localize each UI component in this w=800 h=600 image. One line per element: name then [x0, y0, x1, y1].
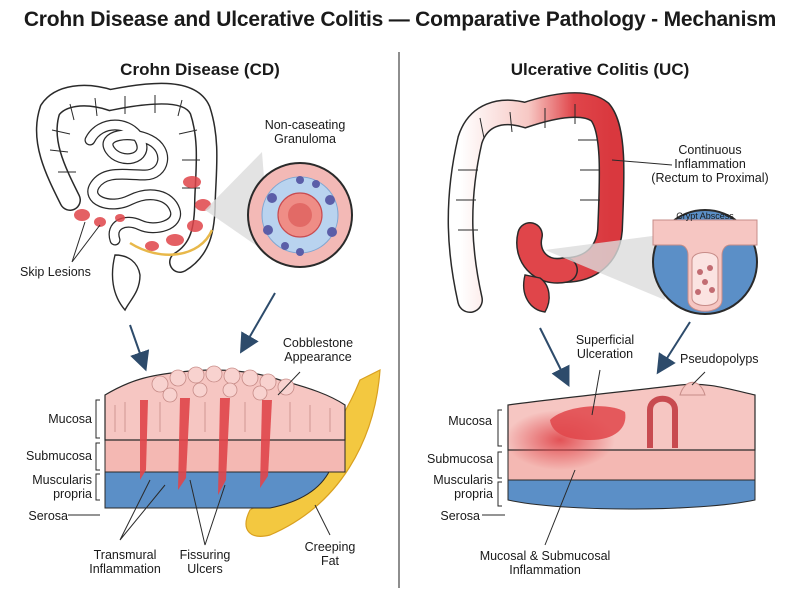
uc-submucosa-label: Submucosa	[426, 452, 493, 466]
uc-heading: Ulcerative Colitis (UC)	[510, 60, 690, 79]
skip-lesions-leader	[71, 221, 101, 263]
crohn-skip-lesions	[74, 176, 211, 251]
superficial-leader	[591, 369, 601, 416]
crohn-arrow-right	[240, 292, 276, 354]
uc-mucosa-label: Mucosa	[448, 414, 492, 428]
transmural-label: Transmural Inflammation	[89, 548, 161, 576]
uc-layer-brackets	[482, 409, 505, 516]
superficial-ulceration-label: Superficial Ulceration	[575, 333, 635, 361]
uc-zoom-beam	[545, 235, 665, 300]
uc-colon	[447, 91, 625, 313]
uc-serosa-label: Serosa	[440, 509, 480, 523]
crohn-serosa-label: Serosa	[28, 509, 68, 523]
uc-tissue-block	[505, 381, 756, 510]
granuloma-circle	[247, 162, 353, 268]
fissuring-leader	[189, 479, 226, 546]
uc-muscularis-label: Muscularis propria	[433, 473, 493, 501]
cobblestone-label: Cobblestone Appearance	[282, 336, 354, 364]
crypt-abscess-circle	[652, 209, 758, 315]
continuous-inflammation-label: Continuous Inflammation (Rectum to Proxi…	[651, 143, 769, 185]
crohn-mucosa-label: Mucosa	[48, 412, 92, 426]
creeping-fat-leader	[314, 504, 331, 536]
uc-arrow-left	[539, 327, 570, 387]
crypt-abscess-label: Crypt Abscess	[676, 211, 734, 221]
continuous-leader	[611, 159, 673, 166]
pseudopolyps-label: Pseudopolyps	[680, 352, 759, 366]
granuloma-label: Non-caseating Granuloma	[264, 118, 346, 146]
crohn-arrow-left	[129, 324, 150, 372]
creeping-fat-label: Creeping Fat	[304, 540, 356, 568]
cobblestone-leader	[277, 371, 301, 396]
pseudopolyp	[647, 395, 678, 448]
fissuring-label: Fissuring Ulcers	[179, 548, 231, 576]
crohn-small-intestine	[84, 119, 182, 246]
crohn-terminal-ileum	[129, 229, 214, 256]
superficial-ulcer	[550, 406, 626, 440]
crohn-heading: Crohn Disease (CD)	[120, 60, 280, 79]
uc-arrow-right	[656, 321, 691, 375]
mucosal-inflammation-leader	[544, 469, 576, 546]
diagram-title: Crohn Disease and Ulcerative Colitis — C…	[23, 8, 777, 31]
crohn-layer-brackets	[68, 399, 100, 516]
skip-lesions-label: Skip Lesions	[20, 265, 91, 279]
crohn-tissue-block	[104, 365, 381, 537]
pseudopolyp-leader	[691, 371, 706, 386]
crohn-muscularis-label: Muscularis propria	[32, 473, 92, 501]
mucosal-inflammation-label: Mucosal & Submucosal Inflammation	[479, 549, 611, 577]
transmural-leader	[119, 479, 166, 541]
crohn-submucosa-label: Submucosa	[25, 449, 92, 463]
crohn-rectum	[111, 254, 141, 312]
